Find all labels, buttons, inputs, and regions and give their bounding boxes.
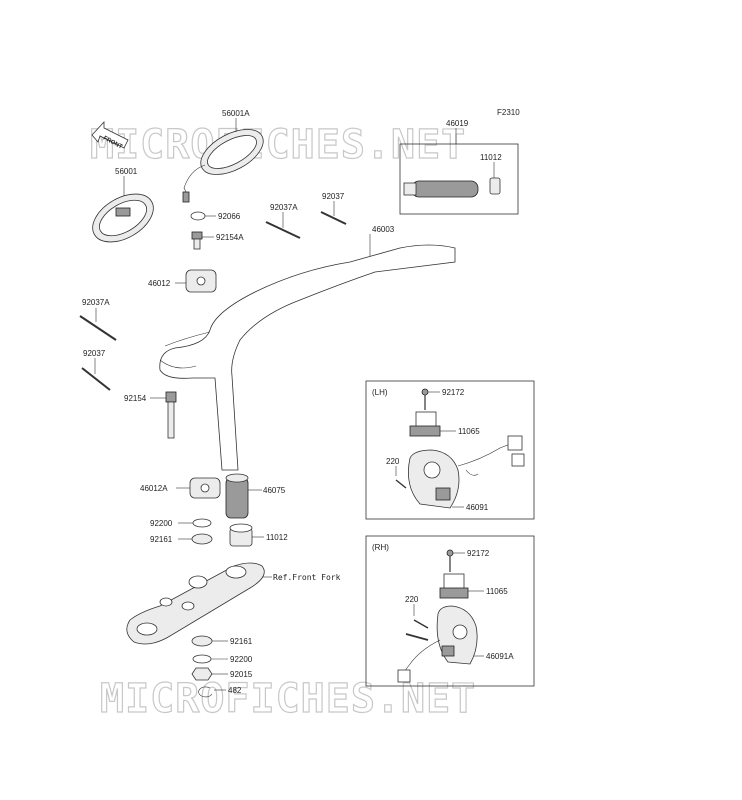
washer-92200-bottom [192, 654, 212, 664]
reference-note: Ref.Front Fork [273, 573, 341, 582]
pin-92037-top [320, 211, 347, 225]
rh-screw-92172 [446, 549, 454, 572]
bolt-92154A [191, 231, 203, 250]
rh-screw-220 [413, 619, 429, 629]
lh-switch-46091 [407, 435, 525, 509]
lh-screw-92172 [421, 388, 429, 410]
label-482: 482 [228, 686, 242, 695]
label-46003: 46003 [372, 225, 395, 234]
mirror-left [92, 193, 154, 243]
label-11065-rh: 11065 [486, 587, 508, 596]
pin-92037A-top [265, 221, 301, 239]
label-92037-left: 92037 [83, 349, 106, 358]
grip-assembly [403, 177, 501, 198]
cap-11012 [229, 523, 253, 547]
label-56001A: 56001A [222, 109, 250, 118]
label-92161-bottom: 92161 [230, 637, 253, 646]
label-92200-top: 92200 [150, 519, 173, 528]
label-46091: 46091 [466, 503, 489, 512]
pin-92037-left [81, 367, 111, 391]
grip-46075 [225, 473, 249, 519]
handlebar [159, 244, 456, 471]
label-220-rh: 220 [405, 595, 419, 604]
lh-screw-220 [395, 479, 407, 489]
label-11012-cap: 11012 [266, 533, 288, 542]
figure-code: F2310 [497, 108, 520, 117]
snap-ring-482 [198, 686, 213, 698]
label-46091A: 46091A [486, 652, 514, 661]
pin-92037A-left [79, 315, 117, 341]
nut-92015 [191, 667, 213, 681]
holder-46012 [185, 269, 217, 293]
mirror-right [182, 129, 264, 203]
label-92200-bottom: 92200 [230, 655, 253, 664]
grip-assembly-box [399, 143, 519, 215]
rh-cover-11065 [439, 573, 469, 599]
rh-switch-box [365, 535, 535, 687]
watermark-bottom: MICROFICHES.NET [100, 676, 476, 722]
upper-triple-clamp [126, 562, 265, 645]
label-46012A: 46012A [140, 484, 168, 493]
collar-92161-top [191, 533, 213, 545]
label-92015: 92015 [230, 670, 253, 679]
washer-92200-top [192, 518, 212, 528]
label-92154: 92154 [124, 394, 147, 403]
lh-box-label: (LH) [372, 388, 388, 397]
label-46075: 46075 [263, 486, 286, 495]
label-92154A: 92154A [216, 233, 244, 242]
label-92066: 92066 [218, 212, 241, 221]
label-92037A-left: 92037A [82, 298, 110, 307]
label-46012: 46012 [148, 279, 171, 288]
washer-92066 [190, 211, 206, 221]
label-92172-rh: 92172 [467, 549, 490, 558]
lh-switch-box [365, 380, 535, 520]
rh-switch-46091A [397, 605, 478, 683]
label-92037-top: 92037 [322, 192, 345, 201]
label-92172-lh: 92172 [442, 388, 465, 397]
bolt-92154 [165, 391, 177, 439]
label-11012-top: 11012 [480, 153, 502, 162]
label-46019: 46019 [446, 119, 469, 128]
label-220-lh: 220 [386, 457, 400, 466]
label-92161-top: 92161 [150, 535, 173, 544]
lh-cover-11065 [409, 411, 441, 437]
holder-46012A [189, 477, 221, 499]
rh-box-label: (RH) [372, 543, 389, 552]
watermark-top: MICROFICHES.NET [90, 122, 466, 168]
label-56001: 56001 [115, 167, 138, 176]
label-92037A-top: 92037A [270, 203, 298, 212]
collar-92161-bottom [191, 635, 213, 647]
label-11065-lh: 11065 [458, 427, 480, 436]
